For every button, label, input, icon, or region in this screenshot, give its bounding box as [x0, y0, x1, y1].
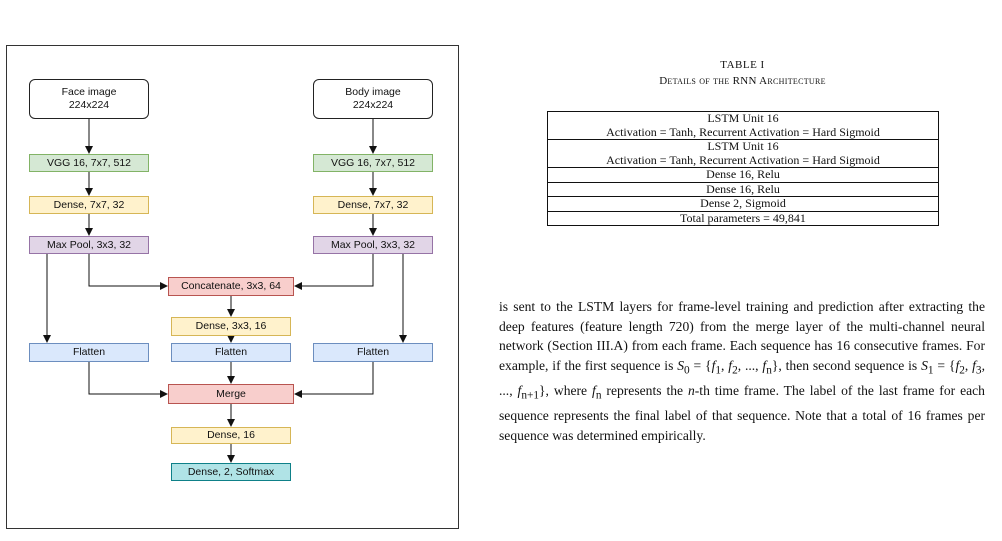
math-var: f	[762, 357, 767, 373]
softmax-output-node: Dense, 2, Softmax	[171, 463, 291, 481]
table-cell: Dense 16, Relu	[547, 167, 939, 183]
math-sub: n+1	[521, 389, 540, 402]
face-image-size: 224x224	[68, 99, 110, 111]
math-var: n	[687, 383, 695, 399]
table-row: LSTM Unit 16 Activation = Tanh, Recurren…	[547, 139, 939, 168]
left-dense-node: Dense, 7x7, 32	[29, 196, 149, 214]
math-var: f	[728, 357, 733, 373]
text-run: = {	[689, 357, 712, 373]
diagram-connectors	[43, 119, 407, 463]
table-cell: Dense 16, Relu	[547, 181, 939, 197]
dense16-node: Dense, 16	[171, 427, 291, 444]
table-number: TABLE I	[720, 59, 765, 71]
body-image-input: Body image 224x224	[313, 79, 433, 119]
left-vgg-node: VGG 16, 7x7, 512	[29, 154, 149, 172]
math-var: S	[677, 357, 685, 373]
math-sub: 1	[927, 364, 934, 377]
math-var: f	[592, 383, 596, 399]
math-var: S	[921, 357, 928, 373]
flatten-center-node: Flatten	[171, 343, 291, 362]
flatten-right-node: Flatten	[313, 343, 433, 362]
text-run: -th time frame. The label of the last fr…	[499, 383, 985, 443]
concatenate-node: Concatenate, 3x3, 64	[168, 277, 294, 296]
body-image-label: Body image	[345, 86, 401, 98]
text-run: }, where	[539, 383, 593, 399]
table-title: Details of the RNN Architecture	[659, 75, 826, 87]
math-sub: 3	[975, 364, 982, 377]
right-dense-node: Dense, 7x7, 32	[313, 196, 433, 214]
right-vgg-node: VGG 16, 7x7, 512	[313, 154, 433, 172]
table-row: LSTM Unit 16 Activation = Tanh, Recurren…	[547, 111, 939, 140]
left-maxpool-node: Max Pool, 3x3, 32	[29, 236, 149, 254]
rnn-architecture-table: LSTM Unit 16 Activation = Tanh, Recurren…	[547, 111, 939, 226]
body-image-size: 224x224	[352, 99, 394, 111]
text-run: = {	[933, 357, 956, 373]
text-run: is sent to the LSTM layers for frame-lev…	[499, 299, 985, 373]
table-cell: Total parameters = 49,841	[547, 210, 939, 226]
architecture-diagram: Face image 224x224 Body image 224x224 VG…	[6, 45, 459, 529]
merge-node: Merge	[168, 384, 294, 404]
face-image-label: Face image	[61, 86, 117, 98]
math-var: f	[517, 383, 522, 399]
cell-line: Activation = Tanh, Recurrent Activation …	[606, 152, 880, 167]
text-run: represents the	[601, 383, 688, 399]
math-var: f	[955, 357, 960, 373]
math-sub: 2	[732, 364, 738, 377]
math-var: f	[972, 357, 976, 373]
math-sub: 0	[684, 364, 690, 377]
cell-line: Activation = Tanh, Recurrent Activation …	[606, 124, 880, 139]
cell-line: LSTM Unit 16	[707, 139, 779, 153]
math-sub: 2	[959, 364, 965, 377]
text-run: }, then second sequence is	[771, 357, 922, 373]
table-row: Dense 16, Relu	[547, 181, 939, 197]
math-sub: 1	[715, 364, 722, 377]
center-dense-node: Dense, 3x3, 16	[171, 317, 291, 336]
table-cell: Dense 2, Sigmoid	[547, 196, 939, 212]
text-run: , ...,	[737, 357, 763, 373]
cell-line: LSTM Unit 16	[707, 111, 779, 125]
math-var: f	[711, 357, 716, 373]
body-paragraph: is sent to the LSTM layers for frame-lev…	[499, 297, 985, 446]
math-sub: n	[595, 389, 602, 402]
right-maxpool-node: Max Pool, 3x3, 32	[313, 236, 433, 254]
table-row: Dense 16, Relu	[547, 167, 939, 183]
math-sub: n	[766, 364, 772, 377]
flatten-left-node: Flatten	[29, 343, 149, 362]
face-image-input: Face image 224x224	[29, 79, 149, 119]
table-cell: LSTM Unit 16 Activation = Tanh, Recurren…	[547, 139, 939, 168]
table-cell: LSTM Unit 16 Activation = Tanh, Recurren…	[547, 111, 939, 140]
table-row: Total parameters = 49,841	[547, 210, 939, 226]
table-row: Dense 2, Sigmoid	[547, 196, 939, 212]
text-run: ,	[964, 357, 973, 373]
text-run: ,	[721, 357, 729, 373]
text-run: , ...,	[499, 357, 985, 399]
